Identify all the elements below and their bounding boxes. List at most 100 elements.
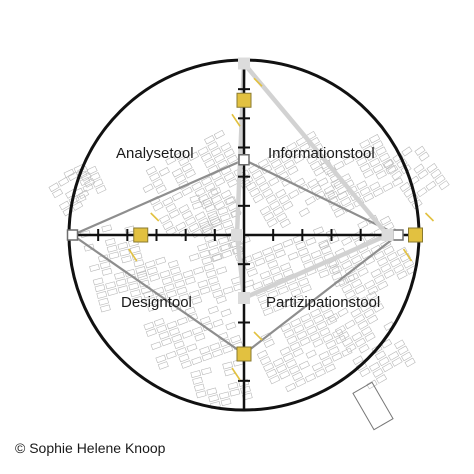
map-building (59, 200, 71, 211)
map-building (386, 251, 398, 262)
map-building (262, 307, 274, 316)
map-building (101, 224, 113, 233)
map-building (352, 355, 364, 366)
map-building (285, 382, 297, 393)
map-building (94, 284, 106, 293)
map-building (159, 214, 171, 224)
map-building (225, 321, 237, 331)
map-building (413, 163, 425, 174)
map-building (257, 294, 269, 304)
map-building (293, 294, 305, 304)
map-building (267, 260, 279, 269)
map-building (328, 259, 340, 269)
map-building (310, 184, 322, 195)
map-building (397, 345, 409, 356)
map-building (210, 283, 221, 292)
map-building (286, 335, 298, 345)
marker-square-light (381, 229, 394, 241)
map-building (174, 150, 187, 160)
marker-square-gold (408, 227, 423, 243)
map-building (178, 204, 190, 214)
map-building (172, 273, 184, 282)
map-building (203, 263, 215, 272)
map-building (267, 290, 279, 299)
map-building (201, 352, 213, 362)
map-building (137, 272, 148, 281)
map-building (207, 188, 219, 199)
map-building (372, 140, 384, 150)
map-building (181, 210, 193, 220)
marker-square-dark (66, 229, 79, 241)
map-building (217, 206, 229, 216)
map-building (222, 361, 233, 370)
map-building (305, 349, 317, 359)
map-building (144, 260, 156, 269)
map-building (304, 195, 316, 206)
marker-tick-gold (231, 367, 241, 381)
map-building (220, 398, 232, 407)
map-building (362, 192, 375, 203)
map-building (205, 269, 217, 279)
map-building (282, 268, 294, 278)
map-building (223, 172, 235, 182)
marker-tick-gold (150, 212, 160, 222)
map-building (322, 333, 334, 343)
map-building (165, 350, 177, 360)
map-building (209, 342, 221, 351)
map-building (197, 193, 210, 204)
map-building (416, 187, 428, 198)
map-building (360, 249, 372, 260)
map-building (282, 200, 294, 211)
map-building (149, 273, 160, 282)
map-building (79, 176, 91, 186)
map-building (188, 253, 200, 262)
map-building (385, 164, 397, 175)
map-building (182, 269, 194, 279)
map-building (323, 309, 335, 320)
map-building (156, 324, 168, 334)
map-building (131, 295, 143, 304)
map-building (194, 383, 205, 392)
map-building (351, 331, 363, 342)
map-building (162, 196, 174, 207)
map-building (265, 194, 277, 204)
map-building (286, 141, 298, 152)
map-building (67, 171, 79, 182)
map-building (212, 289, 224, 299)
map-building (229, 388, 241, 397)
map-building (211, 218, 223, 228)
map-building (375, 170, 387, 180)
map-building (357, 219, 369, 230)
map-building (369, 297, 381, 307)
map-building (383, 245, 395, 256)
map-building (86, 165, 98, 175)
map-building (158, 167, 170, 177)
map-building (354, 337, 367, 348)
label-designtool: Designtool (121, 294, 192, 311)
map-building (263, 338, 275, 349)
map-building (220, 242, 232, 252)
map-building (181, 186, 193, 197)
map-building (259, 356, 272, 366)
map-building (230, 334, 242, 344)
map-building (199, 316, 211, 325)
map-building (145, 328, 157, 337)
map-building (262, 247, 274, 256)
label-analysetool: Analysetool (116, 145, 194, 162)
map-building (399, 181, 411, 193)
map-building (305, 237, 317, 246)
map-building (252, 193, 264, 204)
map-building (359, 367, 371, 378)
map-building (262, 188, 274, 198)
map-building (327, 191, 339, 201)
map-building (226, 154, 239, 165)
map-building (309, 332, 321, 342)
map-building (292, 371, 304, 381)
map-building (168, 209, 180, 219)
map-building (212, 318, 224, 328)
map-building (133, 259, 145, 268)
map-building (176, 286, 188, 295)
map-building (319, 303, 332, 313)
map-building (184, 276, 196, 285)
